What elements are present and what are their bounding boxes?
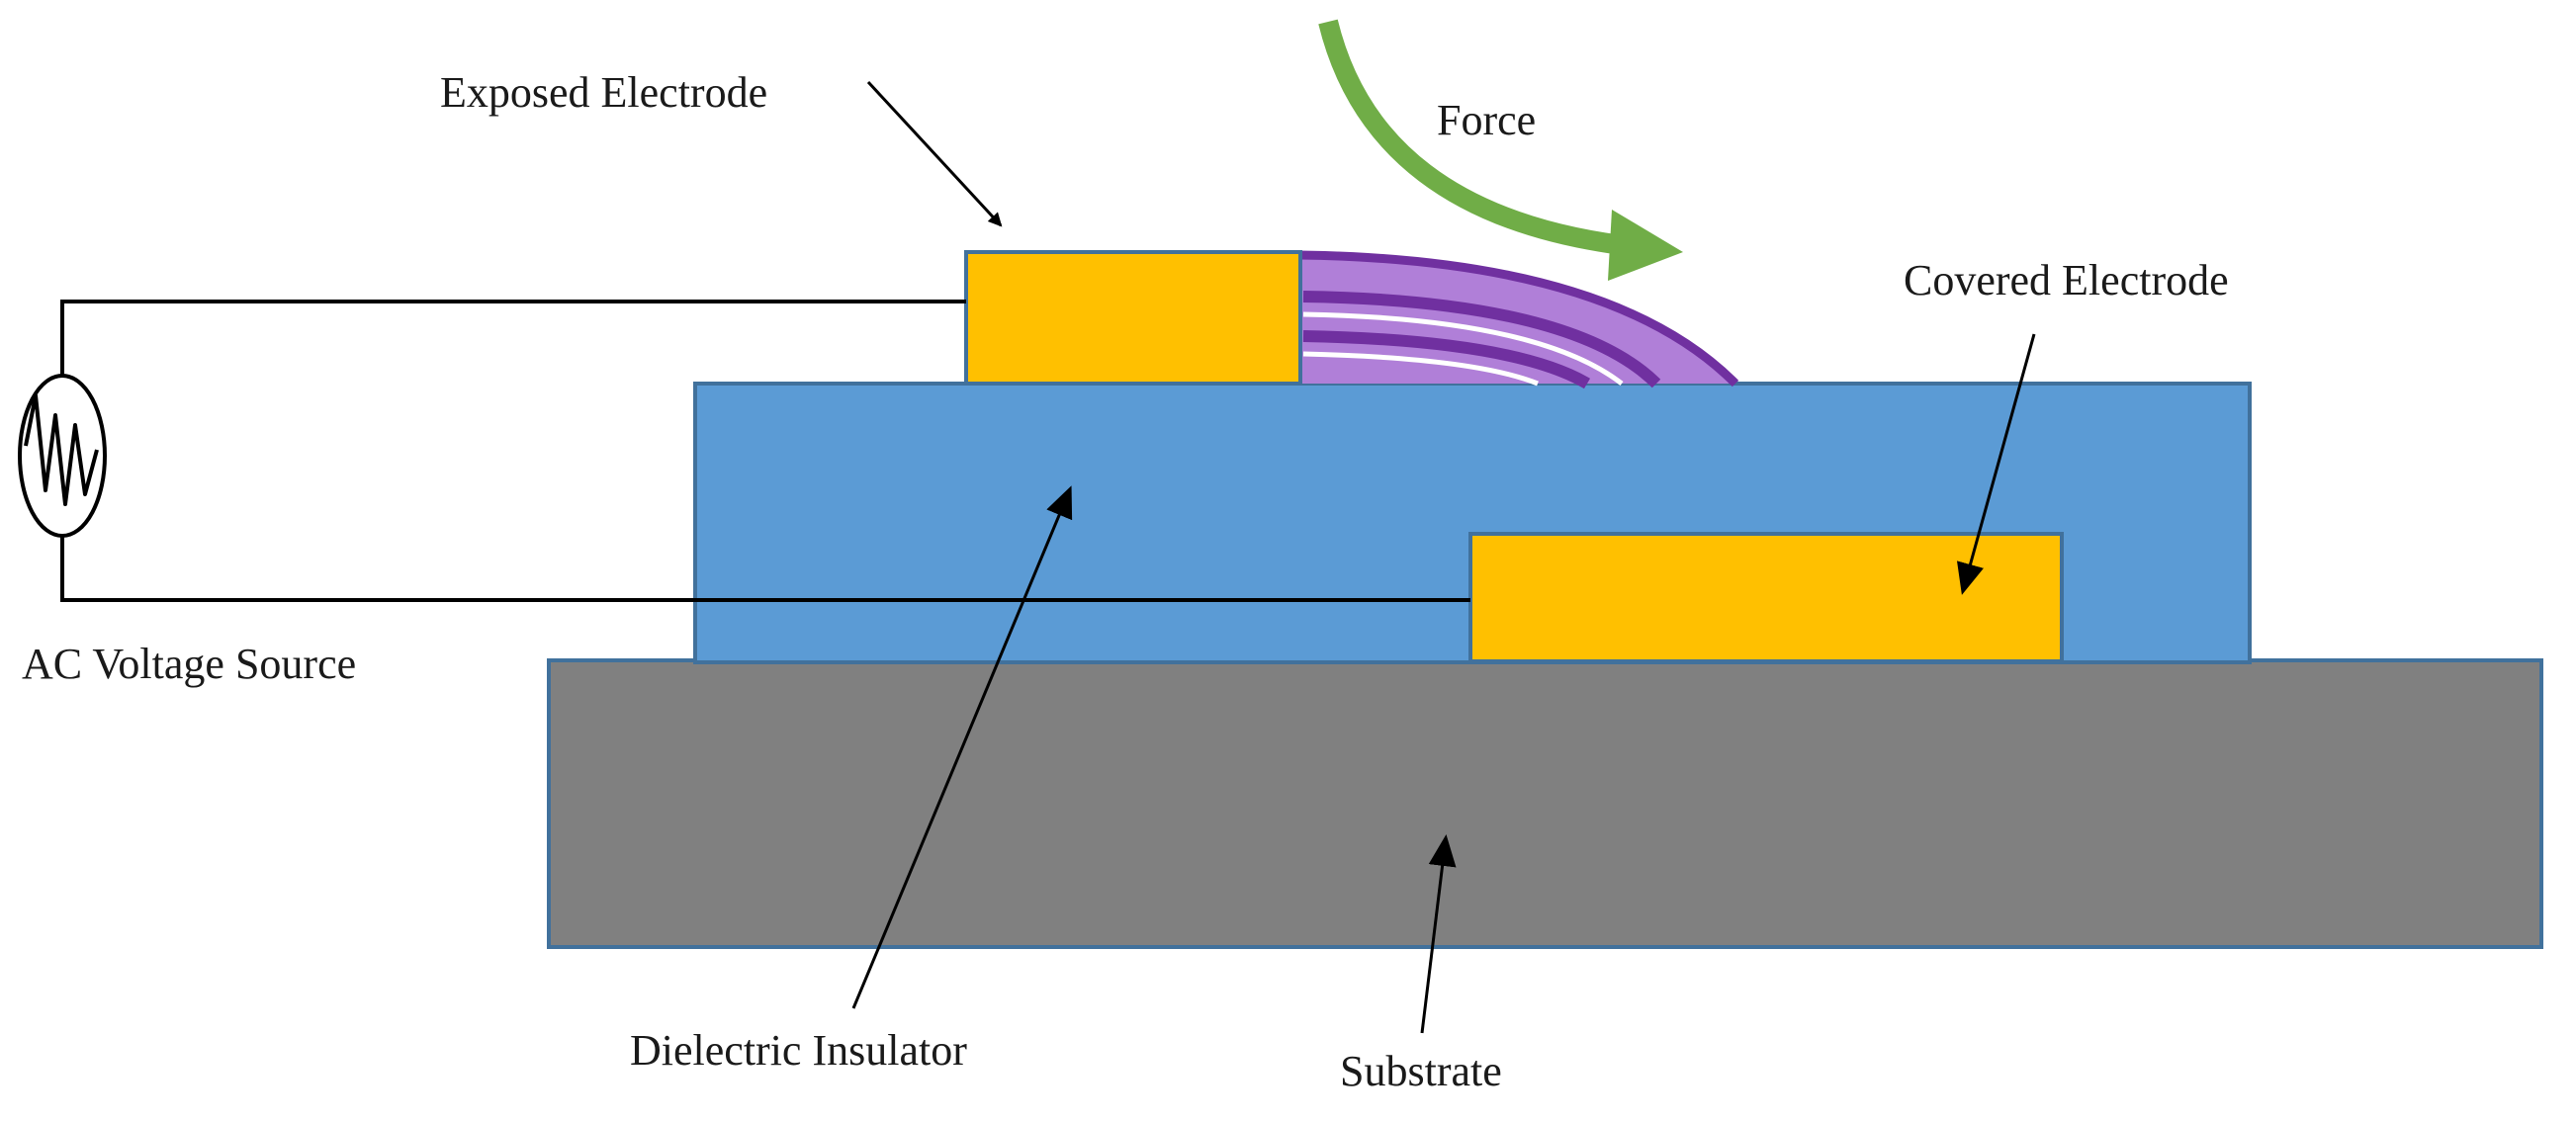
covered-electrode-label: Covered Electrode <box>1904 256 2229 304</box>
ac-voltage-source-label: AC Voltage Source <box>22 640 356 688</box>
plasma-discharge <box>1298 250 1739 389</box>
covered-electrode-block <box>1468 532 2064 663</box>
dielectric-insulator-label: Dielectric Insulator <box>630 1026 967 1075</box>
substrate-pointer <box>1420 834 1457 1034</box>
ac-voltage-source-icon <box>18 374 107 538</box>
force-label: Force <box>1437 96 1536 144</box>
dielectric-insulator-pointer <box>851 485 1073 1009</box>
exposed-electrode-label: Exposed Electrode <box>440 68 767 117</box>
substrate-block <box>547 658 2543 949</box>
covered-electrode-pointer <box>1956 333 2036 595</box>
exposed-electrode-pointer <box>866 80 1003 227</box>
top-wire <box>60 300 966 376</box>
substrate-label: Substrate <box>1340 1047 1502 1095</box>
curved-force-arrow-icon <box>1318 19 1683 281</box>
bottom-wire <box>60 536 1470 602</box>
exposed-electrode-block <box>964 250 1302 386</box>
